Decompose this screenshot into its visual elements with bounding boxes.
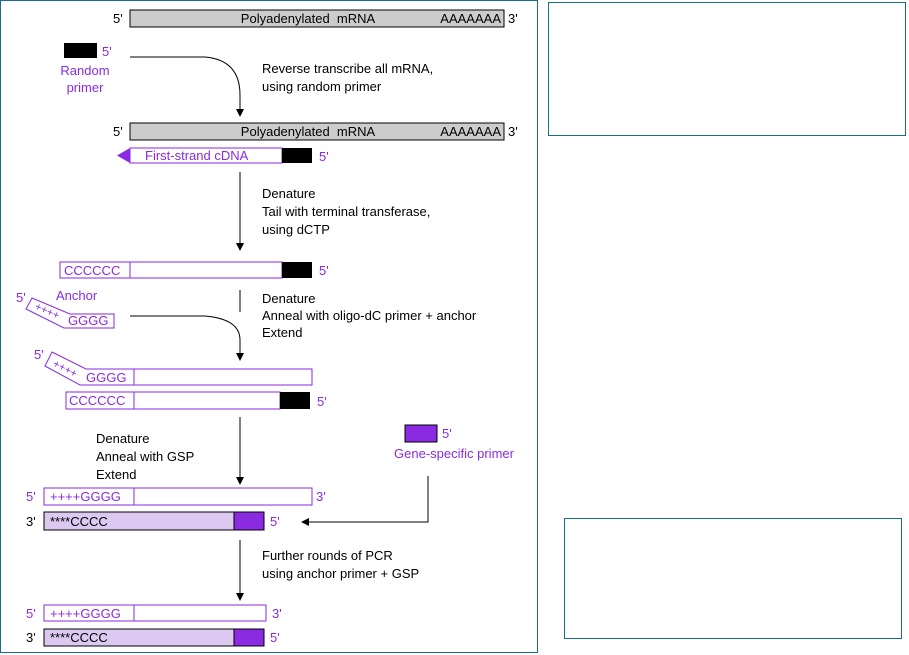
step1-text-1: Reverse transcribe all mRNA, [262,61,433,76]
first-strand-label: First-strand cDNA [145,148,249,163]
ds1-top-5prime: 5' [26,489,36,504]
ds2-bottom-seq: ****CCCC [50,630,108,645]
tailed-cdna-5prime: 5' [319,263,329,278]
ds2-top-seq: ++++GGGG [50,606,121,621]
mrna1-label: Polyadenylated mRNA [241,11,376,26]
gsp-arrow [301,476,429,526]
ds2-bottom-5prime: 5' [270,630,280,645]
random-primer-label-1: Random [60,63,109,78]
ds1-top-3prime: 3' [316,489,326,504]
ds2-top-strand [43,604,267,622]
annealed-cccccc: CCCCCC [69,393,125,408]
step2-text-3: using dCTP [262,222,330,237]
step3-arrow [130,315,244,361]
gsp-5prime: 5' [442,426,452,441]
step3-text-2: Anneal with oligo-dC primer + anchor [262,308,477,323]
step4-text-3: Extend [96,467,136,482]
mrna1-strand [129,9,505,28]
first-strand-arrowhead [117,148,130,163]
ds1-top-seq: ++++GGGG [50,489,121,504]
gsp-block [404,424,438,443]
annealed-cdna-5prime: 5' [317,394,327,409]
mrna1-3prime-label: 3' [508,11,518,26]
ds1-bottom-seq: ****CCCC [50,514,108,529]
ds1-bottom-gsp [233,511,265,531]
ds1-top-strand [43,487,313,506]
mrna2-3prime-label: 3' [508,124,518,139]
mrna1-polya: AAAAAAA [440,11,501,26]
first-strand-primer [282,148,312,163]
step1-arrow [130,56,244,117]
ds1-bottom-5prime: 5' [270,514,280,529]
random-primer-block [64,43,97,58]
anchor-5prime: 5' [16,290,26,305]
annealed-gggg: GGGG [86,370,126,385]
first-strand-5prime: 5' [319,149,329,164]
ds2-top-3prime: 3' [272,606,282,621]
anchor-gggg: GGGG [68,313,108,328]
ds2-bottom-gsp [233,628,265,647]
tailed-cdna-cccccc: CCCCCC [64,263,120,278]
gsp-label: Gene-specific primer [394,446,515,461]
step1-text-2: using random primer [262,79,382,94]
step2-text-1: Denature [262,186,315,201]
tailed-cdna-primer [282,262,312,278]
ds1-bottom-3prime: 3' [26,514,36,529]
ds2-top-5prime: 5' [26,606,36,621]
annealed-5prime: 5' [34,347,44,362]
step4-text-1: Denature [96,431,149,446]
mrna2-5prime-label: 5' [113,124,123,139]
step5-text-1: Further rounds of PCR [262,548,393,563]
step2-text-2: Tail with terminal transferase, [262,204,430,219]
anchor-primer-shape [25,297,115,329]
annealed-cdna-primer [280,392,310,409]
side-box-top [548,2,906,136]
step4-text-2: Anneal with GSP [96,449,194,464]
annealed-anchor-shape [44,351,313,386]
mrna2-strand [129,122,505,141]
side-box-bottom [564,518,902,639]
step5-text-2: using anchor primer + GSP [262,566,419,581]
diagram-panel [0,0,538,653]
anchor-label: Anchor [56,288,98,303]
random-primer-5prime: 5' [102,44,112,59]
mrna2-label: Polyadenylated mRNA [241,124,376,139]
random-primer-label-2: primer [67,80,105,95]
ds2-bottom-3prime: 3' [26,630,36,645]
mrna1-5prime-label: 5' [113,11,123,26]
mrna2-polya: AAAAAAA [440,124,501,139]
step3-text-1: Denature [262,291,315,306]
step3-text-3: Extend [262,325,302,340]
